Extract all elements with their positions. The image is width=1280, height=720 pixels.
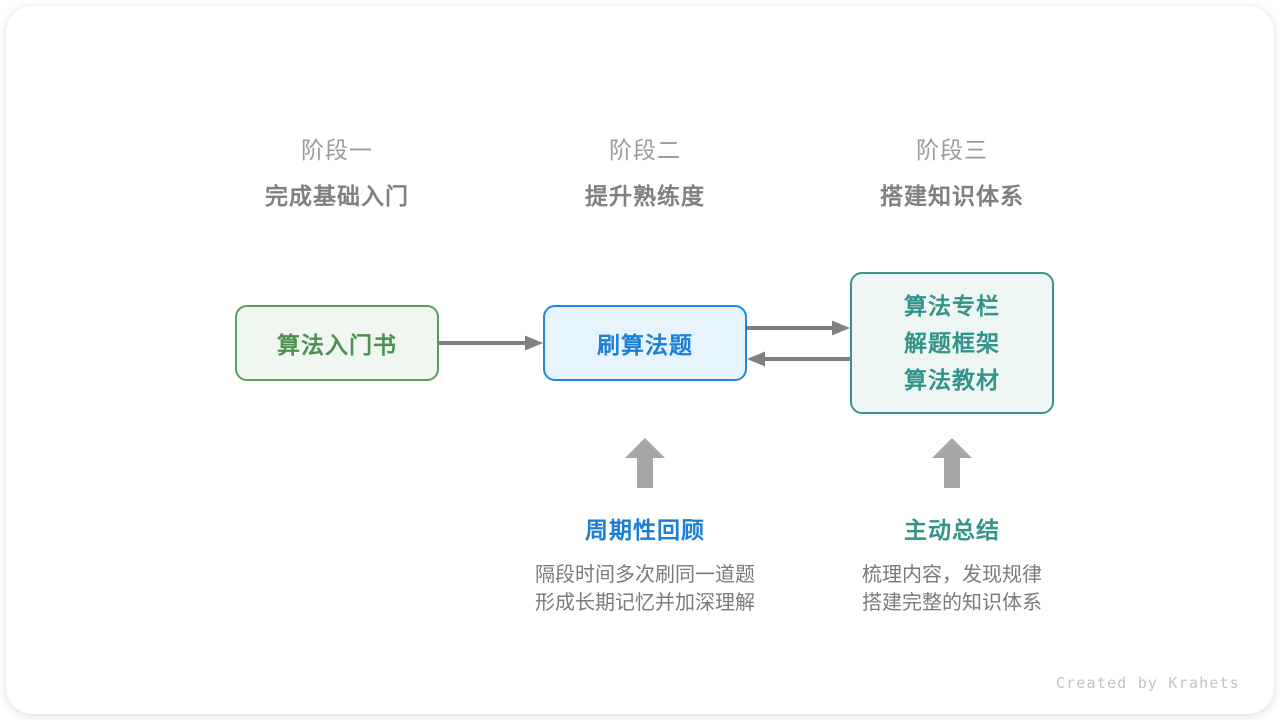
note-body-summary-line2: 搭建完整的知识体系	[862, 592, 1042, 614]
stage-header-3: 阶段三 搭建知识体系	[822, 135, 1082, 211]
stage-phase-label-2: 阶段二	[609, 137, 681, 163]
note-active-summary: 主动总结 梳理内容，发现规律 搭建完整的知识体系	[802, 515, 1102, 617]
note-body-summary-line1: 梳理内容，发现规律	[862, 564, 1042, 586]
node-label-book: 算法入门书	[277, 332, 397, 358]
node-knowledge-system[interactable]: 算法专栏 解题框架 算法教材	[850, 272, 1054, 414]
node-label-knowledge-2: 解题框架	[904, 329, 1000, 356]
stage-title-label-1: 完成基础入门	[265, 183, 409, 209]
arrow-knowledge-to-practice	[747, 349, 850, 369]
note-title-review: 周期性回顾	[585, 517, 705, 543]
node-algorithm-intro-book[interactable]: 算法入门书	[235, 305, 439, 381]
node-label-knowledge-3: 算法教材	[904, 366, 1000, 393]
arrow-practice-to-knowledge	[747, 318, 850, 338]
up-arrow-review	[625, 438, 665, 488]
up-arrow-summary	[932, 438, 972, 488]
note-body-review-line2: 形成长期记忆并加深理解	[535, 592, 755, 614]
note-body-review-line1: 隔段时间多次刷同一道题	[535, 564, 755, 586]
note-periodic-review: 周期性回顾 隔段时间多次刷同一道题 形成长期记忆并加深理解	[495, 515, 795, 617]
diagram-canvas: 阶段一 完成基础入门 阶段二 提升熟练度 阶段三 搭建知识体系 算法入门书 刷算…	[6, 6, 1274, 714]
node-practice-problems[interactable]: 刷算法题	[543, 305, 747, 381]
footer-credit: Created by Krahets	[1055, 674, 1240, 692]
stage-title-label-3: 搭建知识体系	[880, 183, 1024, 209]
arrow-book-to-practice	[439, 333, 543, 353]
node-label-practice: 刷算法题	[597, 332, 693, 358]
stage-header-2: 阶段二 提升熟练度	[515, 135, 775, 211]
node-label-knowledge-1: 算法专栏	[904, 292, 1000, 319]
stage-phase-label-3: 阶段三	[916, 137, 988, 163]
note-title-summary: 主动总结	[904, 517, 1000, 543]
stage-header-1: 阶段一 完成基础入门	[207, 135, 467, 211]
stage-title-label-2: 提升熟练度	[585, 183, 705, 209]
stage-phase-label-1: 阶段一	[301, 137, 373, 163]
